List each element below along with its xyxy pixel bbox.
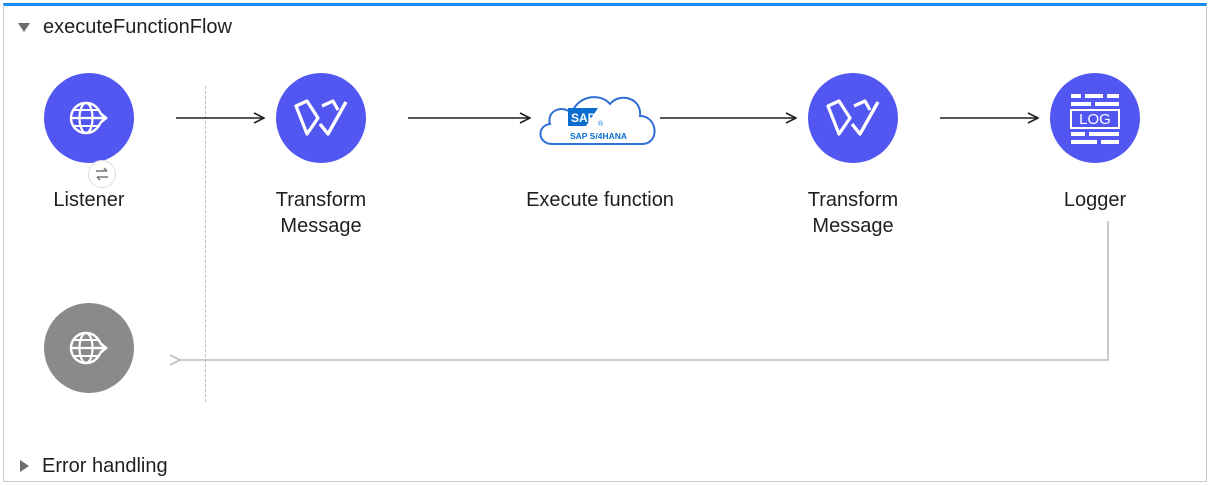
sap-logo-subtext: SAP S/4HANA — [570, 131, 627, 141]
label-line: Message — [280, 215, 362, 237]
connector-logger-response — [180, 221, 1109, 360]
sap-logo-text: SAP — [571, 111, 596, 125]
error-handling-label: Error handling — [42, 454, 168, 477]
node-label-execute: Execute function — [526, 189, 674, 211]
label-line: Transform — [807, 189, 899, 211]
source-divider — [205, 86, 206, 402]
http-listener-icon[interactable] — [44, 73, 134, 163]
expand-triangle-icon[interactable] — [20, 460, 29, 472]
transform-icon[interactable] — [276, 73, 366, 163]
transform-icon[interactable] — [808, 73, 898, 163]
node-label-transform-2: Transform Message — [753, 187, 953, 239]
exchange-badge-icon — [88, 160, 116, 188]
svg-text:®: ® — [598, 120, 604, 128]
log-icon-text: LOG — [1079, 111, 1111, 128]
label-line: Transform — [275, 189, 367, 211]
error-handling-header[interactable]: Error handling — [20, 454, 168, 478]
log-icon[interactable]: LOG — [1050, 73, 1140, 163]
node-label-listener: Listener — [53, 189, 125, 211]
http-response-icon[interactable] — [44, 303, 134, 393]
flow-title: executeFunctionFlow — [43, 15, 232, 38]
flow-container: executeFunctionFlow — [3, 3, 1207, 482]
flow-connectors — [4, 6, 1109, 485]
label-line: Message — [812, 215, 894, 237]
node-label-logger: Logger — [1063, 189, 1127, 211]
collapse-triangle-icon[interactable] — [18, 22, 30, 32]
node-label-transform-1: Transform Message — [221, 187, 421, 239]
sap-s4hana-cloud-icon[interactable]: SAP ® SAP S/4HANA — [534, 82, 664, 154]
flow-header[interactable]: executeFunctionFlow — [18, 15, 232, 39]
